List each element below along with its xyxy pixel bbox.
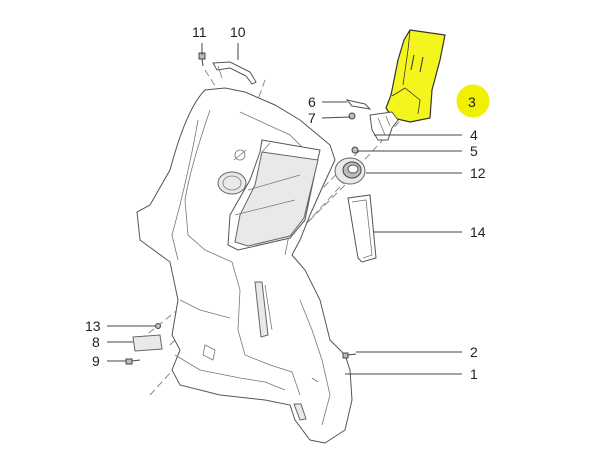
screw-part-9 <box>125 358 141 365</box>
label-1: 1 <box>470 366 478 382</box>
label-12: 12 <box>470 165 486 181</box>
screw-part-13 <box>155 323 161 329</box>
callout-circle-3 <box>456 84 490 118</box>
label-9: 9 <box>92 353 100 369</box>
inner-storage-box <box>227 139 321 251</box>
strip-part-14 <box>347 194 377 263</box>
leader-lines <box>107 43 462 375</box>
label-6: 6 <box>308 94 316 110</box>
label-5: 5 <box>470 143 478 159</box>
screw-part-2 <box>342 352 357 359</box>
clip-part-6 <box>345 99 372 110</box>
cover-part-3 <box>385 29 446 123</box>
clip-bracket-part-4 <box>369 111 399 141</box>
label-11: 11 <box>192 24 207 40</box>
label-2: 2 <box>470 344 478 360</box>
label-4: 4 <box>470 127 478 143</box>
label-8: 8 <box>92 334 100 350</box>
highlighted-cover-part-3 <box>385 29 490 123</box>
callout-labels: 11 10 6 7 3 4 5 12 14 13 8 9 2 1 <box>85 24 486 382</box>
round-cap-part-12 <box>334 157 366 185</box>
plate-part-8 <box>132 334 163 352</box>
label-3: 3 <box>468 94 476 110</box>
label-10: 10 <box>230 24 246 40</box>
label-14: 14 <box>470 224 486 240</box>
screw-part-7 <box>348 112 356 120</box>
label-13: 13 <box>85 318 101 334</box>
label-7: 7 <box>308 110 316 126</box>
bracket-part-10 <box>212 61 257 85</box>
screw-part-5 <box>351 146 359 154</box>
main-body-panel <box>136 87 353 444</box>
